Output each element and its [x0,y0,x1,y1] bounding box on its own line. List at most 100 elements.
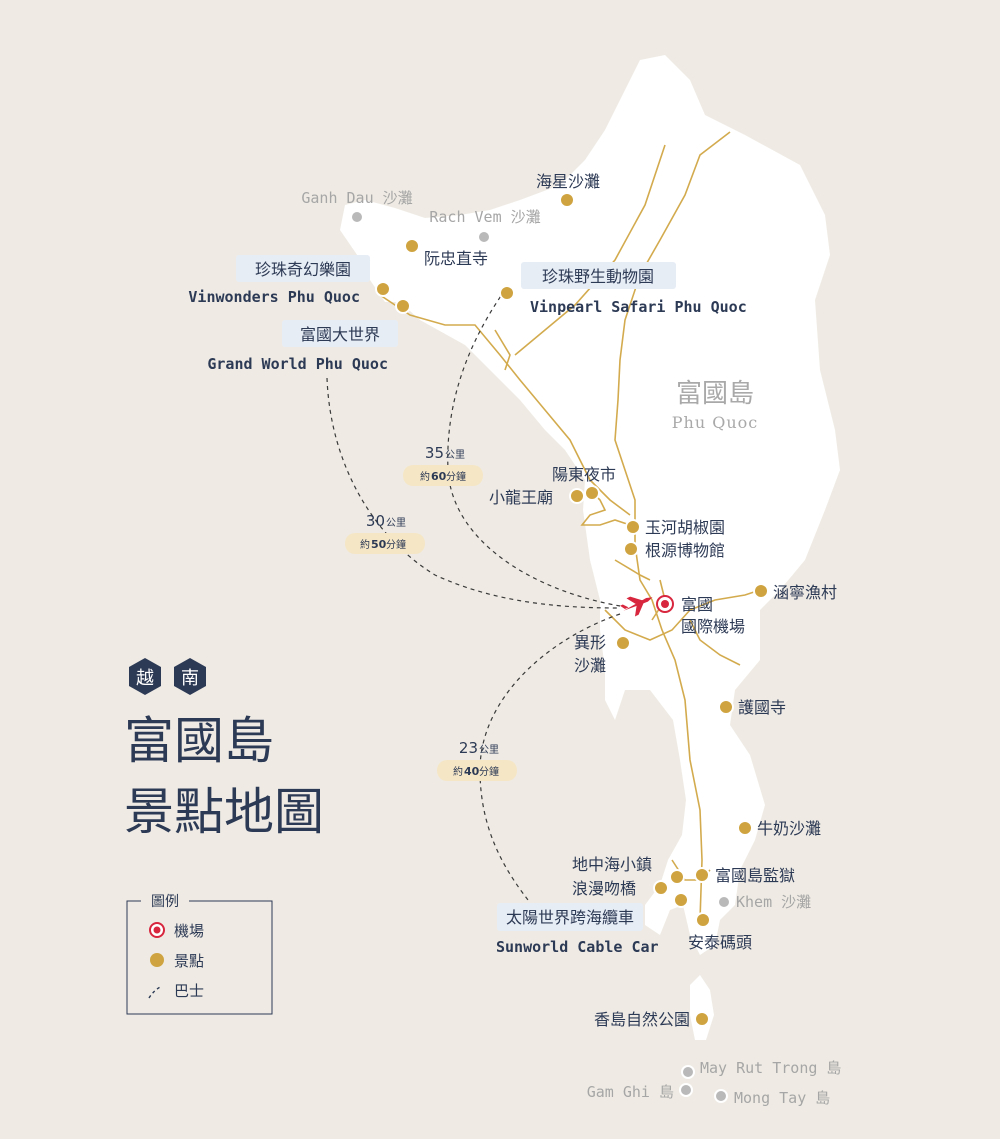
gray-dot-icon [679,1083,693,1097]
grand-world-en-label[interactable]: Grand World Phu Quoc [207,355,388,373]
attraction-dot-icon [718,699,734,715]
attraction-dot-icon [499,285,515,301]
route-unit: 公里 [386,517,406,529]
fishing-label[interactable]: 涵寧漁村 [773,583,837,602]
island-name-zh: 富國島 [676,379,754,409]
gray-dot-icon [717,895,731,909]
route-label-grand-world: 30 公里 約 50 分鐘 [345,512,425,554]
route-time: 50 [371,538,387,551]
yi-xing-label-1[interactable]: 異形 [574,633,606,652]
vinwonders-zh-label[interactable]: 珍珠奇幻樂園 [255,260,351,279]
attraction-dot-icon [737,820,753,836]
route-time-unit: 分鐘 [479,765,499,778]
route-unit: 公里 [479,744,499,756]
route-time-prefix: 約 [360,538,370,551]
attraction-dot-icon [375,281,391,297]
milk-label[interactable]: 牛奶沙灘 [757,819,821,838]
mong-tay-label[interactable]: Mong Tay 島 [734,1089,830,1107]
attraction-dot-icon [395,298,411,314]
road-network [379,131,761,921]
route-time-prefix: 約 [453,765,463,778]
route-time: 40 [464,765,480,778]
hu-guo-label[interactable]: 護國寺 [738,698,786,717]
attraction-dot-icon [584,485,600,501]
attraction-dot-icon [625,519,641,535]
country-char-1: 越 [136,668,154,689]
prison-label[interactable]: 富國島監獄 [715,866,795,885]
route-distance: 30 [366,512,385,530]
safari-zh-label[interactable]: 珍珠野生動物園 [542,267,654,286]
route-time-prefix: 約 [420,470,430,483]
museum-label[interactable]: 根源博物館 [645,541,725,560]
attraction-dot-icon [694,867,710,883]
country-badge: 越 南 [129,658,206,695]
legend-airport-label: 機場 [174,922,204,940]
bus-route-icon [148,985,163,999]
attraction-dot-icon [623,541,639,557]
route-time-pill [437,760,517,781]
attraction-dot-icon [673,892,689,908]
route-time: 60 [431,470,447,483]
legend-title: 圖例 [151,894,179,910]
grand-world-zh-label[interactable]: 富國大世界 [300,325,380,344]
route-time-unit: 分鐘 [446,470,466,483]
rach-vem-label[interactable]: Rach Vem 沙灘 [429,208,540,226]
may-rut-label[interactable]: May Rut Trong 島 [700,1059,841,1077]
attraction-dot-icon [694,1011,710,1027]
khem-label[interactable]: Khem 沙灘 [736,893,811,911]
legend-attraction-label: 景點 [174,952,204,970]
xiang-park-label[interactable]: 香島自然公園 [594,1010,690,1029]
cable-en-label[interactable]: Sunworld Cable Car [496,938,659,956]
gray-dot-icon [681,1065,695,1079]
attraction-dot-icon [150,953,164,967]
gam-ghi-label[interactable]: Gam Ghi 島 [587,1083,674,1101]
attraction-dot-icon [404,238,420,254]
attraction-dot-icon [695,912,711,928]
route-unit: 公里 [445,449,465,461]
airport-label-1[interactable]: 富國 [681,595,713,614]
attraction-dot-icon [559,192,575,208]
island-name-en: Phu Quoc [672,413,758,432]
legend: 圖例 機場 景點 巴士 [126,891,273,1015]
cable-car-highlight [497,903,643,931]
page-title-line-1: 富國島 [124,712,274,770]
route-time-unit: 分鐘 [386,538,406,551]
attraction-dot-icon [569,488,585,504]
med-label-2[interactable]: 浪漫吻橋 [572,879,636,898]
route-time-pill [403,465,483,486]
airport-icon [149,922,165,938]
attraction-dot-icon [669,869,685,885]
phu-quoc-island [340,55,840,955]
legend-bus-label: 巴士 [174,982,204,1000]
med-label-1[interactable]: 地中海小鎮 [572,855,652,874]
airport-label-2[interactable]: 國際機場 [681,617,745,636]
safari-en-label[interactable]: Vinpearl Safari Phu Quoc [530,298,747,316]
page-title-line-2: 景點地圖 [124,783,324,841]
vinwonders-en-label[interactable]: Vinwonders Phu Quoc [188,288,360,306]
attraction-dot-icon [653,880,669,896]
airport-icon[interactable] [656,595,674,613]
country-char-2: 南 [181,668,199,689]
gray-dot-icon [477,230,491,244]
attraction-dot-icon [615,635,631,651]
bus-route-grand-world [326,377,621,609]
route-distance: 35 [425,444,444,462]
cable-zh-label[interactable]: 太陽世界跨海纜車 [506,908,634,927]
an-thoi-label[interactable]: 安泰碼頭 [688,933,752,952]
ganh-dau-label[interactable]: Ganh Dau 沙灘 [301,189,412,207]
route-label-safari: 35 公里 約 60 分鐘 [403,444,483,486]
night-market-label[interactable]: 陽東夜市 [552,465,616,484]
dragon-temple-label[interactable]: 小龍王廟 [489,488,553,507]
route-distance: 23 [459,739,478,757]
pepper-label[interactable]: 玉河胡椒園 [645,518,725,537]
hai-xing-label[interactable]: 海星沙灘 [536,172,600,191]
attraction-dot-icon [753,583,769,599]
grand-world-highlight [282,320,398,347]
yi-xing-label-2[interactable]: 沙灘 [574,656,606,675]
safari-highlight [521,262,676,289]
route-time-pill [345,533,425,554]
ruan-zhong-label[interactable]: 阮忠直寺 [424,249,488,268]
route-label-cable-car: 23 公里 約 40 分鐘 [437,739,517,781]
